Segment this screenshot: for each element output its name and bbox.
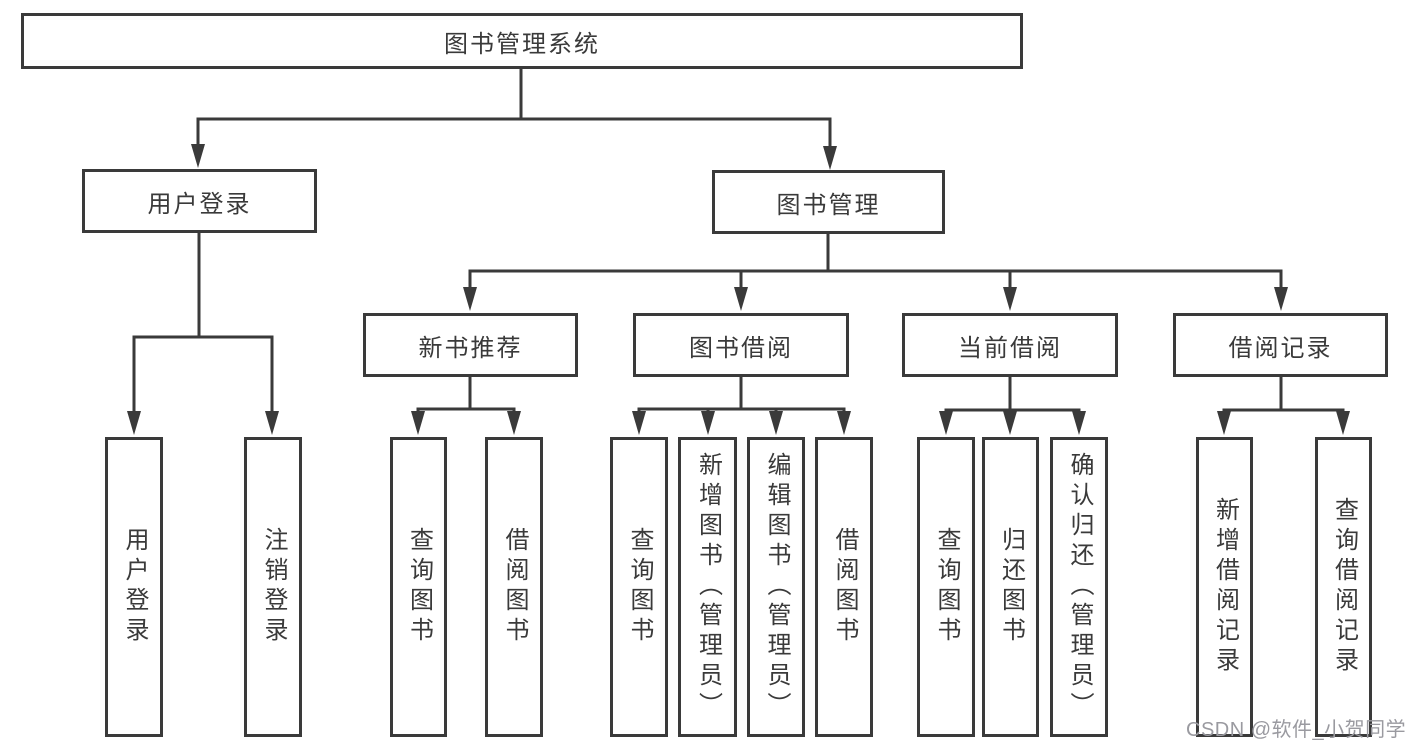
leaf-newbook-borrow-books: 借阅图书 [485,437,543,737]
edge-userlogin-to-leaves [127,233,279,435]
node-book-borrow: 图书借阅 [633,313,849,377]
leaf-label: 用户登录 [121,527,148,647]
node-user-login: 用户登录 [82,169,317,233]
arrowhead-down-icon [632,411,646,435]
leaf-records-add-record: 新增借阅记录 [1196,437,1253,737]
connector-line [196,69,832,152]
leaf-label: 查询图书 [933,527,960,647]
leaf-borrow-borrow-books: 借阅图书 [815,437,873,737]
arrowhead-down-icon [837,411,851,435]
node-borrow-records: 借阅记录 [1173,313,1388,377]
arrowhead-down-icon [463,287,477,311]
connector-line [132,233,274,414]
node-book-management: 图书管理 [712,170,945,234]
leaf-label: 确认归还（管理员） [1066,452,1093,722]
arrowhead-down-icon [734,287,748,311]
leaf-borrow-query-books: 查询图书 [610,437,668,737]
leaf-user-login: 用户登录 [105,437,163,737]
leaf-label: 新增借阅记录 [1211,497,1239,677]
edge-borrow-to-leaves [632,377,851,435]
connector-line [416,377,516,413]
leaf-label: 注销登录 [260,527,287,647]
leaf-newbook-query-books: 查询图书 [390,437,447,737]
edge-current-to-leaves [939,377,1086,435]
edge-bookmgmt-to-level3 [463,234,1288,311]
arrowhead-down-icon [1336,411,1350,435]
leaf-current-confirm-return-admin: 确认归还（管理员） [1050,437,1108,737]
arrowhead-down-icon [127,411,141,435]
edge-root-to-level2 [191,69,837,170]
leaf-label: 借阅图书 [831,527,858,647]
leaf-label: 查询图书 [405,527,433,647]
arrowhead-down-icon [1274,287,1288,311]
leaf-label: 查询图书 [626,527,653,647]
leaf-label: 归还图书 [997,527,1025,647]
connector-line [944,377,1081,413]
arrowhead-down-icon [1003,287,1017,311]
leaf-current-query-books: 查询图书 [917,437,975,737]
leaf-current-return-books: 归还图书 [982,437,1039,737]
arrowhead-down-icon [1072,411,1086,435]
edge-newbook-to-leaves [411,377,521,435]
arrowhead-down-icon [411,411,425,435]
arrowhead-down-icon [507,411,521,435]
node-current-borrow: 当前借阅 [902,313,1118,377]
connector-line [468,234,1283,290]
leaf-records-query-record: 查询借阅记录 [1315,437,1372,737]
leaf-logout: 注销登录 [244,437,302,737]
connector-line [637,377,846,413]
node-new-book-recommend: 新书推荐 [363,313,578,377]
edge-records-to-leaves [1217,377,1350,435]
arrowhead-down-icon [191,144,205,168]
arrowhead-down-icon [265,411,279,435]
arrowhead-down-icon [769,411,783,435]
arrowhead-down-icon [823,146,837,170]
leaf-label: 编辑图书（管理员） [763,452,790,722]
leaf-label: 借阅图书 [501,527,528,647]
node-root-library-system: 图书管理系统 [21,13,1023,69]
arrowhead-down-icon [1217,411,1231,435]
arrowhead-down-icon [1003,411,1017,435]
watermark: CSDN @软件_小贺同学 [1186,719,1405,741]
connector-line [1222,377,1345,413]
leaf-borrow-add-books-admin: 新增图书（管理员） [678,437,737,737]
leaf-label: 查询借阅记录 [1330,497,1358,677]
leaf-label: 新增图书（管理员） [694,452,722,722]
arrowhead-down-icon [939,411,953,435]
arrowhead-down-icon [701,411,715,435]
leaf-borrow-edit-books-admin: 编辑图书（管理员） [747,437,805,737]
